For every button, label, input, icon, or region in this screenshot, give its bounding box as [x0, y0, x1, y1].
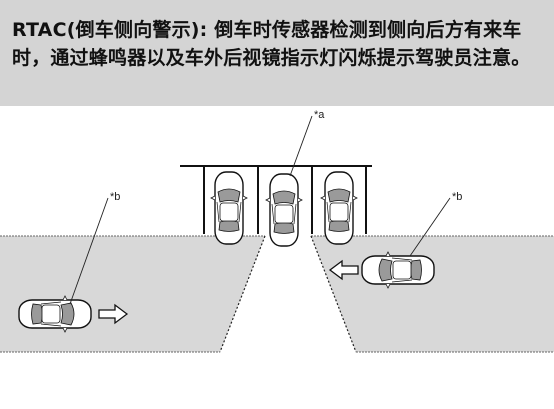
approaching-car-right [361, 251, 435, 289]
callout-line-b-left [69, 197, 109, 305]
rtac-diagram: *a *b *b [0, 109, 554, 353]
callout-line-b-right [409, 197, 451, 257]
callout-line-a [289, 115, 313, 177]
callout-label-a: *a [314, 109, 325, 121]
approaching-car-left [18, 295, 92, 333]
parking-lot [180, 165, 372, 234]
reversing-car [265, 173, 303, 247]
caption-box: RTAC(倒车侧向警示): 倒车时传感器检测到侧向后方有来车时，通过蜂鸣器以及车… [0, 0, 554, 106]
caption-text: RTAC(倒车侧向警示): 倒车时传感器检测到侧向后方有来车时，通过蜂鸣器以及车… [12, 19, 531, 69]
parked-car-left [210, 171, 248, 245]
right-detection-line [310, 235, 357, 353]
parked-car-right [320, 171, 358, 245]
left-detection-line [219, 235, 266, 353]
left-road [0, 236, 265, 352]
callout-label-b-right: *b [452, 191, 462, 203]
right-road [311, 236, 554, 352]
callout-label-b-left: *b [110, 191, 120, 203]
